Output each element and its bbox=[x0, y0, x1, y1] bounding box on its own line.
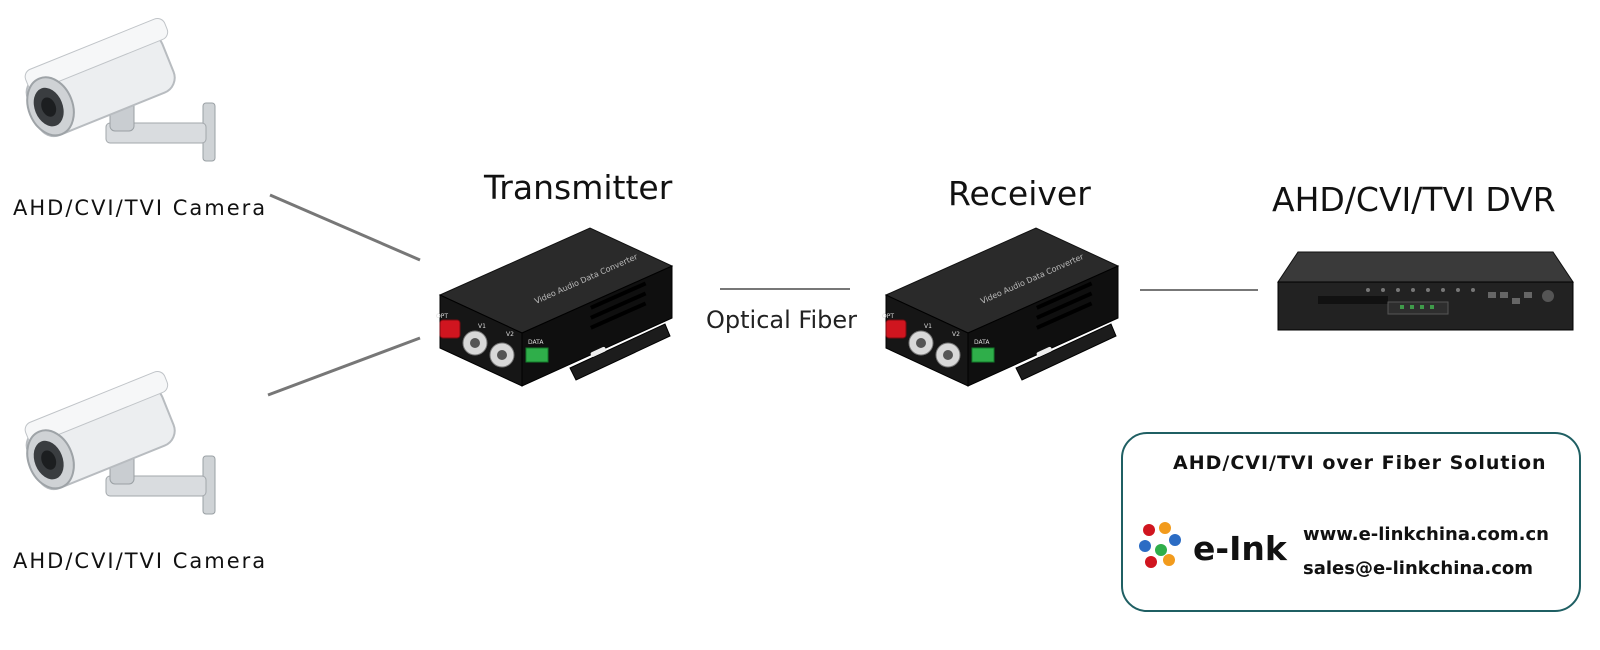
port-label: V2 bbox=[952, 331, 960, 338]
dvr-device bbox=[1278, 252, 1578, 342]
website-text: www.e-linkchina.com.cn bbox=[1303, 524, 1549, 545]
transmitter-title: Transmitter bbox=[484, 168, 672, 207]
port-label: V2 bbox=[506, 331, 514, 338]
email-text: sales@e-linkchina.com bbox=[1303, 558, 1533, 579]
port-label: DATA bbox=[528, 339, 544, 346]
data-port bbox=[526, 348, 548, 362]
receiver-device: Video Audio Data Converter OPT V1 V2 DAT… bbox=[886, 228, 1126, 403]
port-label: DATA bbox=[974, 339, 990, 346]
receiver-title: Receiver bbox=[948, 174, 1091, 213]
dvr-title: AHD/CVI/TVI DVR bbox=[1272, 180, 1556, 219]
camera1-link-line bbox=[270, 195, 420, 260]
port-label: OPT bbox=[882, 313, 894, 320]
camera2-link-line bbox=[268, 338, 420, 395]
camera-icon bbox=[18, 368, 218, 518]
brand-name: e-Ink bbox=[1193, 529, 1287, 568]
transmitter-device: Video Audio Data Converter OPT V1 V2 DAT… bbox=[440, 228, 680, 403]
data-port bbox=[972, 348, 994, 362]
fiber-port bbox=[886, 320, 906, 338]
port-label: V1 bbox=[924, 323, 932, 330]
fiber-port bbox=[440, 320, 460, 338]
optical-fiber-label: Optical Fiber bbox=[706, 306, 857, 334]
camera-label: AHD/CVI/TVI Camera bbox=[13, 196, 267, 220]
solution-title: AHD/CVI/TVI over Fiber Solution bbox=[1173, 452, 1547, 474]
e-link-logo-icon bbox=[1135, 520, 1185, 570]
camera-icon bbox=[18, 15, 218, 165]
port-label: OPT bbox=[436, 313, 448, 320]
port-label: V1 bbox=[478, 323, 486, 330]
camera-label: AHD/CVI/TVI Camera bbox=[13, 549, 267, 573]
solution-info-box: AHD/CVI/TVI over Fiber Solution e-Ink ww… bbox=[1121, 432, 1581, 612]
